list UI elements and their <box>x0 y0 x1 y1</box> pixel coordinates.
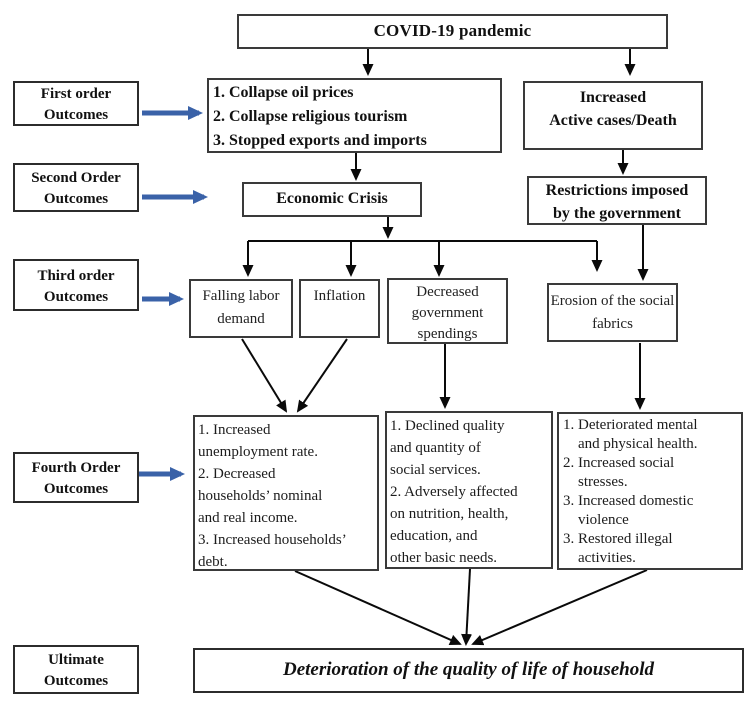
node-household-economy-effects: 1. Increased unemployment rate. 2. Decre… <box>193 415 379 571</box>
label-line: Outcomes <box>43 289 109 305</box>
label-line: Ultimate <box>48 652 104 668</box>
label-line: Fourth Order <box>31 460 121 476</box>
label-fourth-order-outcomes: Fourth Order Outcomes <box>13 452 139 503</box>
list-line: 2. Adversely affected <box>390 484 518 500</box>
list-line: and quantity of <box>390 440 481 456</box>
label-line: Outcomes <box>43 673 109 689</box>
label-line: First order <box>40 86 112 102</box>
node-government-restrictions: Restrictions imposed by the government <box>527 176 707 225</box>
list-line: social services. <box>390 462 481 478</box>
label-line: Third order <box>37 268 115 284</box>
node-line: Restrictions imposed <box>545 182 689 199</box>
list-line: and real income. <box>198 510 298 526</box>
node-economic-causes: 1. Collapse oil prices 2. Collapse relig… <box>207 78 502 153</box>
node-economic-crisis: Economic Crisis <box>242 182 422 217</box>
node-falling-labor-demand: Falling labor demand <box>189 279 293 338</box>
label-line: Outcomes <box>43 107 109 123</box>
list-line: 3. Increased domestic <box>563 493 694 509</box>
node-increased-active-cases: Increased Active cases/Death <box>523 81 703 150</box>
list-line: 3. Restored illegal <box>563 531 673 547</box>
list-line: households’ nominal <box>198 488 323 504</box>
list-line: other basic needs. <box>390 550 498 566</box>
list-line: unemployment rate. <box>198 444 318 460</box>
list-line: 2. Collapse religious tourism <box>213 108 408 125</box>
node-social-services-effects: 1. Declined quality and quantity of soci… <box>385 411 553 569</box>
node-inflation: Inflation <box>299 279 380 338</box>
list-line: 3. Stopped exports and imports <box>213 132 427 149</box>
list-line: 2. Decreased <box>198 466 276 482</box>
label-second-order-outcomes: Second Order Outcomes <box>13 163 139 212</box>
node-covid-pandemic: COVID-19 pandemic <box>237 14 668 49</box>
node-line: Increased <box>579 89 647 106</box>
label-line: Second Order <box>31 170 121 186</box>
list-line: debt. <box>198 554 228 570</box>
node-decreased-government-spendings: Decreased government spendings <box>387 278 508 344</box>
list-line: 1. Increased <box>198 422 271 438</box>
list-line: 2. Increased social <box>563 455 675 471</box>
list-line: 1. Collapse oil prices <box>213 84 354 101</box>
node-wellbeing-effects: 1. Deteriorated mental and physical heal… <box>557 412 743 570</box>
list-line: and physical health. <box>578 436 698 452</box>
list-line: stresses. <box>578 474 628 490</box>
list-line: 3. Increased households’ <box>198 532 347 548</box>
label-first-order-outcomes: First order Outcomes <box>13 81 139 126</box>
list-line: education, and <box>390 528 478 544</box>
list-line: 1. Deteriorated mental <box>563 417 698 433</box>
list-line: violence <box>578 512 629 528</box>
node-erosion-social-fabrics: Erosion of the social fabrics <box>547 283 678 342</box>
list-line: on nutrition, health, <box>390 506 509 522</box>
list-line: activities. <box>578 550 636 566</box>
label-ultimate-outcomes: Ultimate Outcomes <box>13 645 139 694</box>
label-line: Outcomes <box>43 191 109 207</box>
node-line: by the government <box>553 205 681 222</box>
label-third-order-outcomes: Third order Outcomes <box>13 259 139 311</box>
label-line: Outcomes <box>43 481 109 497</box>
node-line: Active cases/Death <box>549 112 677 129</box>
list-line: 1. Declined quality <box>390 418 505 434</box>
node-ultimate-outcome: Deterioration of the quality of life of … <box>193 648 744 693</box>
